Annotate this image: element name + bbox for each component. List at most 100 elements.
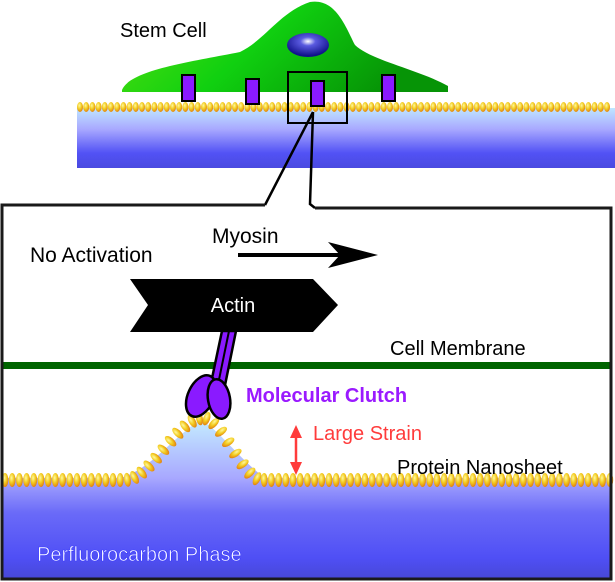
protein-bead (517, 102, 524, 112)
protein-bead (361, 473, 369, 487)
protein-bead (473, 102, 480, 112)
protein-bead (349, 102, 356, 112)
protein-bead (164, 435, 177, 447)
protein-bead (225, 102, 232, 112)
protein-bead (238, 102, 245, 112)
protein-bead (397, 473, 405, 487)
protein-bead (442, 102, 449, 112)
protein-bead (554, 102, 561, 112)
protein-bead (467, 102, 474, 112)
protein-bead (404, 473, 412, 487)
protein-bead (376, 473, 383, 487)
protein-bead (492, 102, 499, 112)
protein-bead (566, 102, 573, 112)
protein-bead (37, 473, 45, 487)
protein-bead (275, 473, 282, 487)
protein-bead (529, 102, 536, 112)
phase-region (2, 478, 611, 578)
protein-bead (563, 473, 570, 487)
protein-bead (187, 414, 197, 428)
protein-bead (289, 473, 297, 487)
protein-bead (16, 473, 23, 487)
protein-bead (201, 102, 207, 112)
protein-bead (584, 473, 592, 487)
protein-bead (23, 473, 30, 487)
strain-tent (120, 420, 265, 478)
protein-bead (300, 102, 307, 112)
protein-bead (455, 102, 462, 112)
protein-bead (157, 444, 170, 455)
protein-bead (143, 460, 155, 472)
protein-bead (281, 102, 288, 112)
protein-bead (368, 102, 375, 112)
protein-bead (461, 102, 468, 112)
protein-bead (108, 102, 114, 112)
protein-bead (347, 473, 354, 487)
protein-bead (44, 473, 52, 487)
protein-bead (577, 473, 585, 487)
protein-bead (208, 417, 220, 430)
protein-bead (440, 473, 448, 487)
stem-cell-body (122, 1, 448, 92)
protein-bead (498, 102, 505, 112)
protein-bead (340, 473, 347, 487)
protein-bead (275, 102, 282, 112)
protein-bead (512, 473, 520, 487)
protein-bead (287, 102, 294, 112)
zoom-connector (263, 111, 316, 209)
protein-bead (132, 102, 139, 112)
protein-bead (8, 473, 16, 487)
protein-bead (449, 102, 455, 112)
protein-bead (511, 102, 517, 112)
protein-bead (436, 102, 443, 112)
protein-bead (136, 466, 147, 479)
protein-bead (368, 473, 376, 487)
protein-bead (476, 473, 484, 487)
protein-bead (534, 473, 542, 487)
protein-bead (599, 473, 606, 487)
protein-nanosheet (1, 411, 614, 487)
protein-bead (331, 102, 338, 112)
protein-bead (430, 102, 437, 112)
protein-bead (505, 473, 513, 487)
protein-bead (491, 473, 498, 487)
protein-bead (66, 473, 74, 487)
protein-bead (573, 102, 579, 112)
protein-bead (455, 473, 462, 487)
protein-bead (77, 102, 83, 112)
protein-bead (520, 473, 527, 487)
protein-bead (542, 102, 548, 112)
protein-bead (484, 473, 491, 487)
protein-bead (123, 472, 131, 487)
protein-nanosheet-label: Protein Nanosheet (397, 457, 563, 479)
cell-membrane (2, 362, 611, 369)
receptor (310, 80, 325, 107)
protein-bead (318, 473, 326, 487)
protein-bead (182, 102, 189, 112)
protein-bead (535, 102, 542, 112)
protein-bead (163, 102, 170, 112)
receptor (181, 74, 196, 102)
protein-bead (356, 102, 362, 112)
protein-bead (304, 473, 311, 487)
protein-bead (332, 473, 340, 487)
receptor (381, 74, 396, 102)
protein-bead (393, 102, 400, 112)
protein-bead (139, 102, 145, 112)
protein-bead (207, 102, 214, 112)
protein-bead (229, 448, 242, 459)
myosin-arrow (238, 242, 378, 268)
protein-bead (486, 102, 493, 112)
receptor (245, 78, 260, 105)
protein-bead (380, 102, 387, 112)
protein-bead (150, 452, 162, 464)
protein-bead (215, 426, 227, 437)
protein-bead (541, 473, 549, 487)
protein-bead (311, 473, 318, 487)
protein-bead (426, 473, 434, 487)
protein-bead (480, 102, 486, 112)
protein-bead (523, 102, 530, 112)
protein-bead (419, 473, 426, 487)
protein-bead (232, 102, 238, 112)
